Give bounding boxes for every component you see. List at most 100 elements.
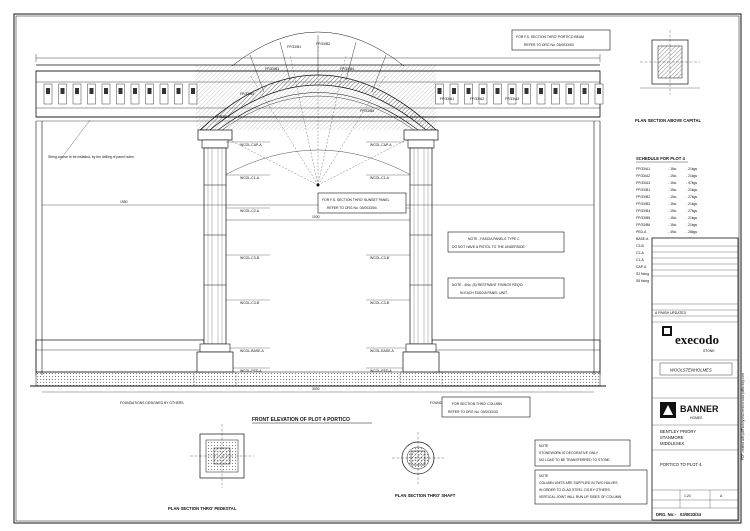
svg-text:BANNER: BANNER: [680, 404, 719, 414]
column-label: WCOL-CAP-A: [240, 143, 262, 147]
modillion-detail: [481, 88, 485, 94]
column-label: WCOL-PED-A: [370, 369, 392, 373]
modillion-detail: [495, 88, 500, 94]
svg-text:COLUMN UNITS ARE SUPPLIED IN T: COLUMN UNITS ARE SUPPLIED IN TWO HALVES: [539, 481, 618, 485]
schedule-cell: - 1No.: [668, 223, 677, 227]
schedule-cell: - 21kgs: [686, 188, 697, 192]
schedule-cell: - 1No.: [668, 202, 677, 206]
column-label: WCOL-C1-A: [240, 176, 260, 180]
pdf-side-note: PDF created with pdfFactory trial versio…: [741, 373, 745, 460]
front-elevation: FP/33/B1 FP/33/B2 FP/33/B3 FP/33/B4 FP/3…: [30, 31, 606, 424]
schedule-cell: C1-A: [636, 258, 644, 262]
callout-column-note: NOTE COLUMN UNITS ARE SUPPLIED IN TWO HA…: [534, 469, 648, 505]
svg-text:execodo: execodo: [675, 332, 719, 347]
schedule-cell: S2 fixing: [636, 272, 649, 276]
svg-text:PLAN SECTION THRO' PEDESTAL: PLAN SECTION THRO' PEDESTAL: [168, 506, 237, 511]
svg-text:NO LOAD TO BE TRANSFERRED TO S: NO LOAD TO BE TRANSFERRED TO STONE.: [539, 458, 611, 462]
company-logo: execodo STONE: [662, 326, 719, 353]
svg-text:STANMORE: STANMORE: [660, 435, 684, 440]
svg-text:DRG. No:-: DRG. No:-: [656, 512, 677, 517]
modillion-detail: [553, 88, 558, 94]
modillion-detail: [75, 88, 79, 94]
schedule-cell: - 4No.: [668, 230, 677, 234]
svg-text:IN ORDER TO CLAD STEEL C/S BY: IN ORDER TO CLAD STEEL C/S BY OTHERS.: [539, 488, 611, 492]
schedule-cell: - 1No.: [668, 209, 677, 213]
schedule-cell: - 1No.: [668, 181, 677, 185]
drawing-title: PORTICO TO PLOT 4.: [660, 462, 703, 467]
column-label: WCOL-C3-B: [240, 301, 260, 305]
modillion-detail: [133, 88, 137, 94]
arch-label: FP/33/B2: [316, 42, 330, 46]
column-label: WCOL-PED-A: [240, 369, 262, 373]
callout-restraint-note: NOTE - 4No. (5) RESTRAINT FIXINGS REQ'D …: [447, 277, 565, 299]
modillion-detail: [162, 88, 166, 94]
column-labels-left: WCOL-CAP-A WCOL-C1-A WCOL-C2-A WCOL-C3-B…: [240, 143, 264, 373]
svg-text:NOTE: NOTE: [539, 444, 549, 448]
modillion-detail: [466, 88, 471, 94]
modillion-detail: [524, 88, 529, 94]
string-course-note: String course to be installed, by the dr…: [48, 155, 134, 159]
modillion-detail: [437, 88, 442, 94]
callout-fascia-note: NOTE - FASCIA PANELS TYPE C DO NOT HAVE …: [447, 231, 565, 253]
schedule-cell: FP/33/B3: [636, 202, 650, 206]
schedule-cell: C2-A: [636, 251, 644, 255]
schedule-cell: - 1No.: [668, 174, 677, 178]
arch-label: FP/33/B1: [287, 45, 301, 49]
schedule-cell: FP/33/B4: [636, 209, 650, 213]
modillion-detail: [452, 88, 456, 94]
schedule-cell: - 28kgs: [686, 230, 697, 234]
schedule-cell: PED-A: [636, 230, 647, 234]
schedule-cell: FP/33/A3: [636, 181, 650, 185]
plan-section-pedestal: PLAN SECTION THRO' PEDESTAL: [168, 424, 254, 511]
arch-label: FP/33/B4: [340, 67, 354, 71]
schedule-cell: - 1No.: [668, 188, 677, 192]
svg-text:FOR SECTION THRO' COLUMN: FOR SECTION THRO' COLUMN: [452, 402, 502, 406]
column-label: WCOL-BASE-A: [240, 349, 264, 353]
dim-total: 3000: [312, 387, 320, 391]
schedule-cell: - 1No.: [668, 167, 677, 171]
schedule-cell: S5 fixing: [636, 279, 649, 283]
column-label: WCOL-CAP-A: [370, 143, 392, 147]
svg-text:DO NOT HAVE A PISTOL TO THE UN: DO NOT HAVE A PISTOL TO THE UNDERSIDE: [452, 245, 526, 249]
arch-labels: FP/33/B1 FP/33/B2 FP/33/B3 FP/33/B4 FP/3…: [215, 42, 519, 119]
column-label: WCOL-BASE-A: [370, 349, 394, 353]
schedule-cell: FP/33/A2: [636, 174, 650, 178]
svg-text:PLAN SECTION ABOVE CAPITAL: PLAN SECTION ABOVE CAPITAL: [635, 118, 702, 123]
column-label: WCOL-C2-A: [240, 209, 260, 213]
svg-text:STONEWORK IS DECORATIVE ONLY.: STONEWORK IS DECORATIVE ONLY.: [539, 451, 599, 455]
column-label: WCOL-C3-B: [240, 256, 260, 260]
svg-text:NOTE - 4No. (5) RESTRAINT FIXI: NOTE - 4No. (5) RESTRAINT FIXINGS REQ'D: [452, 283, 523, 287]
svg-text:NOTE: NOTE: [539, 474, 549, 478]
column-labels-right: WCOL-CAP-A WCOL-C1-A WCOL-C2-A WCOL-C3-B…: [370, 143, 394, 373]
arch-label: FP/33/B6: [360, 109, 374, 113]
schedule-cell: - 21kgs: [686, 223, 697, 227]
svg-text:PLAN SECTION THRO' SHAFT: PLAN SECTION THRO' SHAFT: [395, 493, 456, 498]
svg-text:STONE: STONE: [703, 349, 715, 353]
callout-sunset-panel: FOR F.S. SECTION THRO' SUNSET PANEL REFE…: [317, 192, 407, 214]
plan-section-capital: PLAN SECTION ABOVE CAPITAL: [635, 30, 702, 123]
svg-text:VERTICAL JOINT WILL RUN UP SID: VERTICAL JOINT WILL RUN UP SIDES OF COLU…: [539, 495, 622, 499]
callout-column: FOR SECTION THRO' COLUMN REFER TO DRG No…: [441, 396, 531, 418]
plan-section-shaft: PLAN SECTION THRO' SHAFT: [392, 432, 456, 498]
svg-text:IN EACH FASCIA PANEL UNIT.: IN EACH FASCIA PANEL UNIT.: [460, 291, 508, 295]
title-block: A FINISH UPDATED execodo STONE WOOLSTENH…: [651, 237, 739, 521]
schedule-cell: - 27kgs: [686, 195, 697, 199]
schedule-cell: - 21kgs: [686, 174, 697, 178]
modillion-detail: [539, 88, 543, 94]
schedule-cell: FP/33/B2: [636, 195, 650, 199]
schedule-cell: BASE-A: [636, 237, 649, 241]
modillion-detail: [147, 88, 152, 94]
schedule-cell: - 21kgs: [686, 167, 697, 171]
svg-text:NOTE - FASCIA PANELS TYPE C: NOTE - FASCIA PANELS TYPE C: [468, 237, 520, 241]
modillion-detail: [176, 88, 181, 94]
modillion-detail: [46, 88, 50, 94]
schedule-cell: - 27kgs: [686, 209, 697, 213]
arch-label: FP/33/B5: [240, 92, 254, 96]
column-label: WCOL-C3-B: [370, 256, 390, 260]
schedule-cell: - 21kgs: [686, 216, 697, 220]
callout-stonework-note: NOTE STONEWORK IS DECORATIVE ONLY. NO LO…: [534, 439, 631, 467]
arch-label: FP/33/B7: [215, 115, 229, 119]
partner-logo: WOOLSTENHOLMES: [659, 362, 733, 376]
schedule-cell: - 21kgs: [686, 202, 697, 206]
modillion-detail: [597, 88, 601, 94]
